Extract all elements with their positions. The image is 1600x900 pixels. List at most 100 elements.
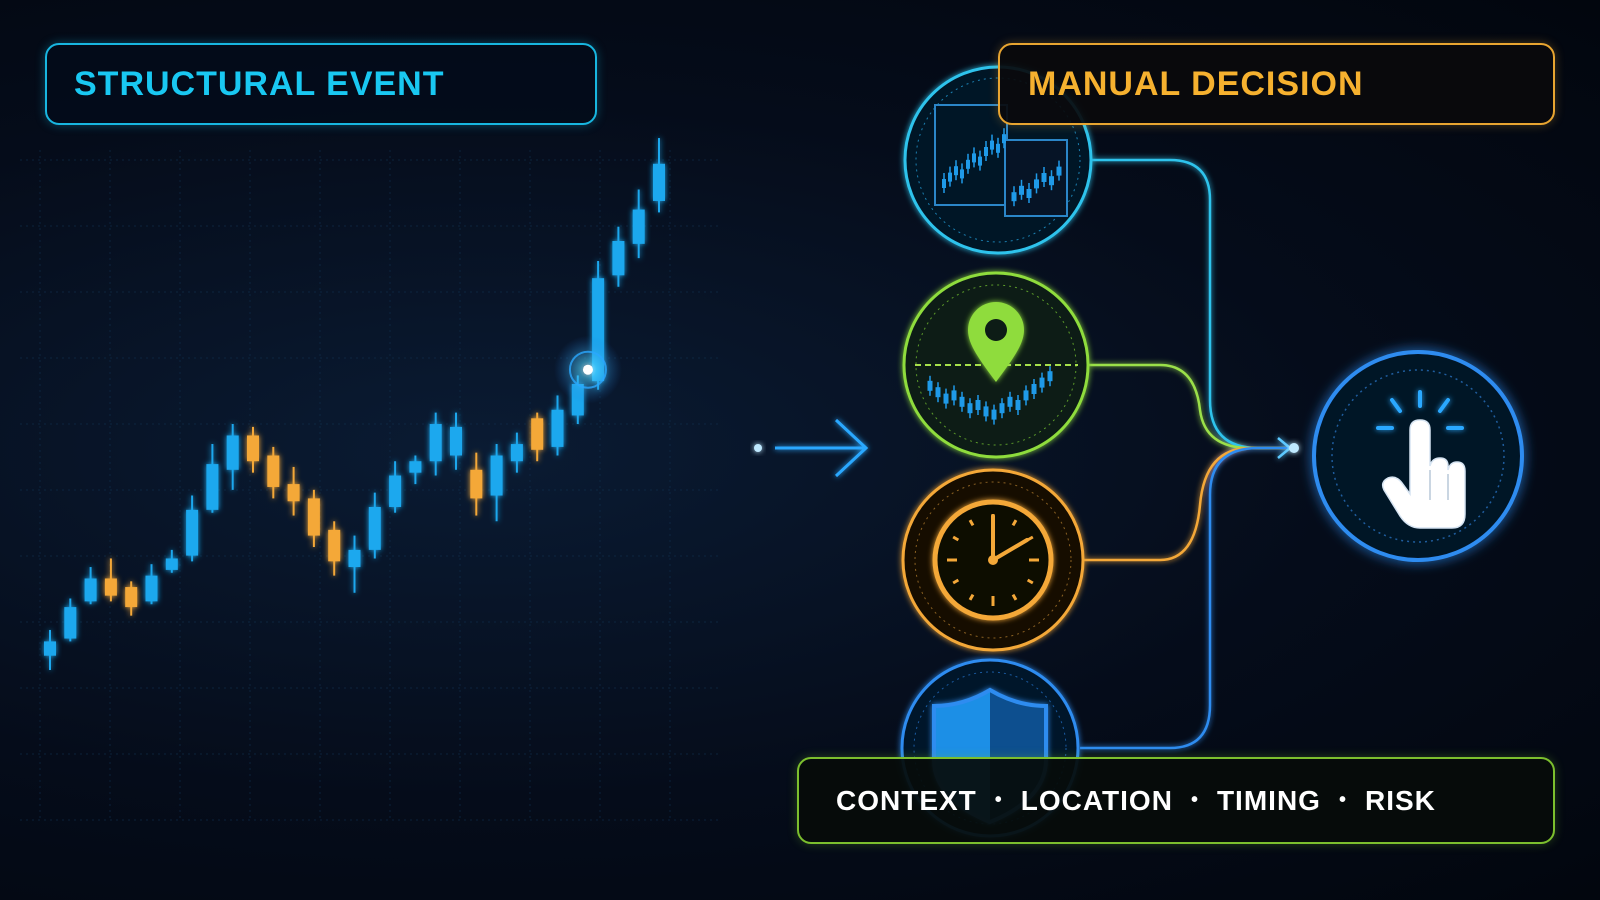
candle-body xyxy=(653,163,665,201)
mini-candle-body xyxy=(983,406,989,417)
candle-body xyxy=(450,426,462,456)
candle xyxy=(632,189,645,259)
mini-candle-body xyxy=(967,403,973,414)
candle-body xyxy=(510,444,523,462)
factor-risk: RISK xyxy=(1364,784,1436,816)
manual-decision-label: MANUAL DECISION xyxy=(998,43,1555,125)
candlestick-series xyxy=(44,138,665,670)
candle-body xyxy=(125,587,138,608)
mini-candle-body xyxy=(1047,371,1053,382)
candle xyxy=(490,444,503,522)
mini-candle-body xyxy=(991,409,997,420)
candle xyxy=(328,521,341,576)
divider-node xyxy=(754,444,762,452)
candle-body xyxy=(307,498,320,536)
candle-body xyxy=(267,455,280,487)
candle-body xyxy=(84,578,97,602)
candle xyxy=(612,226,625,287)
candle xyxy=(510,432,523,473)
candle xyxy=(145,564,158,605)
clock-tick xyxy=(1026,578,1034,585)
candle xyxy=(409,455,422,485)
candle-body xyxy=(409,461,422,473)
clock-icon xyxy=(932,499,1054,621)
candle-body xyxy=(612,241,625,276)
location-node xyxy=(902,271,1090,459)
candle xyxy=(368,492,381,559)
mini-candle-body xyxy=(959,396,965,407)
candle xyxy=(287,466,300,516)
clock-tick xyxy=(968,519,975,527)
candle xyxy=(307,489,320,548)
candle-body xyxy=(531,418,544,450)
candle xyxy=(165,549,178,573)
mini-candle-body xyxy=(1026,189,1032,198)
candle xyxy=(450,412,462,470)
candle-body xyxy=(104,578,117,596)
connector-lines xyxy=(1080,158,1292,750)
candle-body xyxy=(64,607,77,639)
candle-body xyxy=(348,549,361,568)
candle xyxy=(186,495,199,562)
candle-body xyxy=(247,435,259,462)
candle xyxy=(348,535,361,593)
candle-body xyxy=(551,409,564,447)
candle xyxy=(226,424,239,490)
factor-location: LOCATION xyxy=(1020,784,1173,816)
candle xyxy=(64,598,77,642)
candle-body xyxy=(186,509,199,556)
mini-candle-body xyxy=(1039,377,1045,388)
candle xyxy=(551,395,564,456)
manual-decision-text: MANUAL DECISION xyxy=(1028,64,1364,103)
structural-event-label: STRUCTURAL EVENT xyxy=(45,43,597,125)
breakout-point xyxy=(553,335,622,404)
candle-body xyxy=(206,464,219,510)
factor-separator: • xyxy=(994,789,1003,811)
candle xyxy=(44,629,56,670)
mini-candle-body xyxy=(948,172,952,182)
candle xyxy=(267,446,280,499)
mini-candle-body xyxy=(978,156,982,166)
connector-risk xyxy=(1080,446,1290,750)
clock-tick xyxy=(952,578,960,585)
breakout-dot xyxy=(582,364,593,375)
map-pin-icon xyxy=(968,302,1024,382)
candle xyxy=(470,452,483,516)
candle xyxy=(84,567,97,605)
mini-candle-body xyxy=(1049,176,1054,186)
clock-tick xyxy=(1011,519,1018,527)
mini-candle-body xyxy=(943,393,949,404)
candle-body xyxy=(632,209,645,244)
junction-node xyxy=(1289,443,1299,453)
candle-body xyxy=(328,529,341,562)
mini-candle-body xyxy=(1015,400,1021,410)
mini-candle-body xyxy=(1019,185,1024,195)
factor-separator: • xyxy=(1190,789,1199,811)
mini-candle-body xyxy=(966,159,970,169)
candle xyxy=(389,461,402,513)
decision-node xyxy=(1312,350,1524,562)
candle-body xyxy=(226,435,239,470)
factor-context: CONTEXT xyxy=(836,784,977,816)
mini-candle-body xyxy=(1011,192,1017,202)
candle xyxy=(125,581,138,616)
mini-candle-body xyxy=(996,143,1000,153)
arrow-right-icon xyxy=(775,418,869,478)
mini-candle-body xyxy=(975,400,981,410)
candle-body xyxy=(470,469,483,499)
mini-candle-body xyxy=(1031,384,1037,394)
decision-factors-label: CONTEXT • LOCATION • TIMING • RISK xyxy=(797,757,1555,844)
structural-event-text: STRUCTURAL EVENT xyxy=(74,64,445,103)
mini-candle-body xyxy=(984,147,988,156)
mini-candle-body xyxy=(942,179,946,188)
breakout-ring xyxy=(568,350,607,389)
mini-candle-body xyxy=(1056,166,1062,176)
mini-candle-body xyxy=(1002,134,1006,144)
candle-body xyxy=(165,558,178,570)
mini-candle-body xyxy=(972,153,976,163)
candle xyxy=(247,426,259,473)
factor-separator: • xyxy=(1338,789,1347,811)
factor-timing: TIMING xyxy=(1216,784,1321,816)
candle xyxy=(104,558,117,602)
